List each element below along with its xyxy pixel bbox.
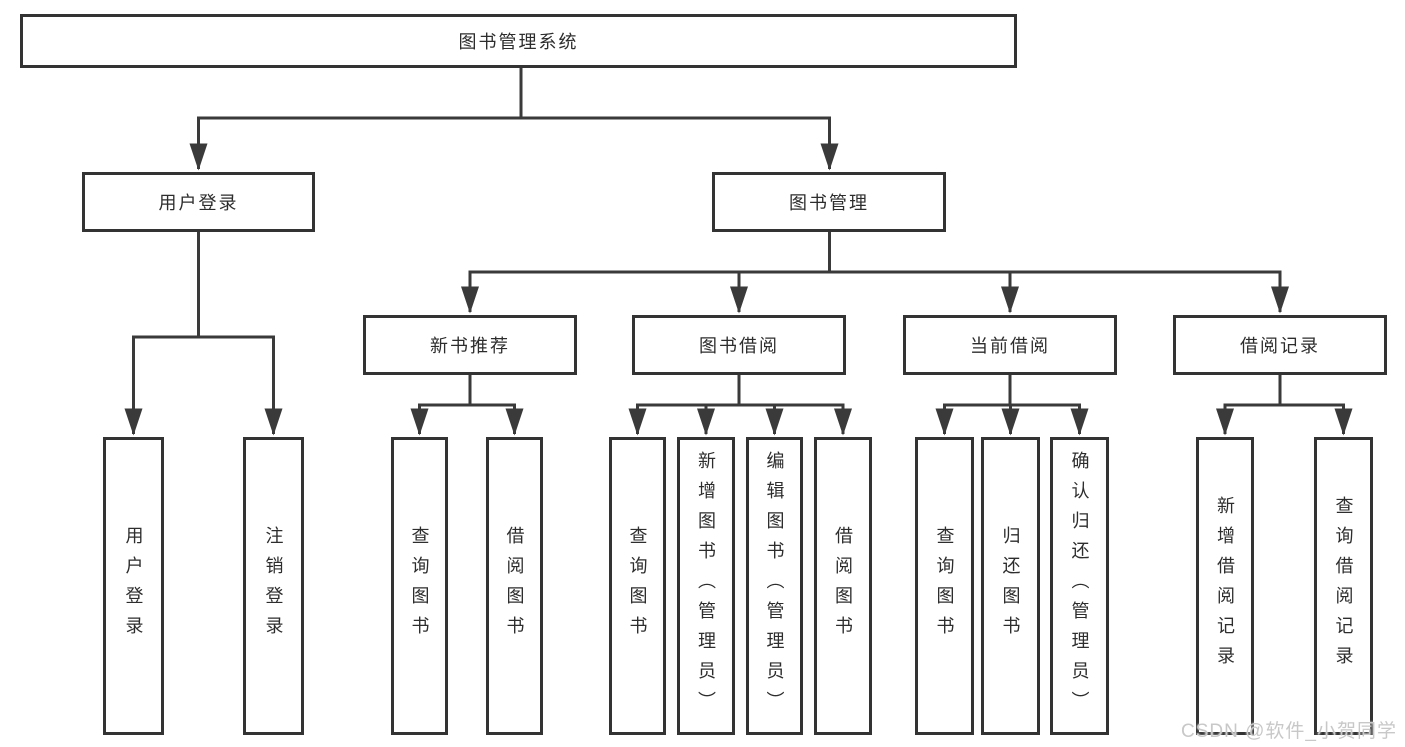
leaf-query-books-current: 查询图书 [915, 437, 974, 735]
connector-records-to-leaves [1216, 375, 1353, 436]
leaf-query-books-current-label: 查询图书 [934, 526, 955, 646]
leaf-return-books-label: 归还图书 [1000, 526, 1021, 646]
leaf-query-books-borrowing-label: 查询图书 [627, 526, 648, 646]
leaf-add-borrow-record-label: 新增借阅记录 [1215, 496, 1235, 676]
leaf-edit-books-admin: 编辑图书（管理员） [746, 437, 803, 735]
connector-user-login-to-leaves [124, 232, 283, 436]
leaf-logout: 注销登录 [243, 437, 304, 735]
csdn-watermark: CSDN @软件_小贺同学 [1181, 721, 1397, 742]
node-book-borrowing: 图书借阅 [632, 315, 846, 375]
leaf-query-books-recommend: 查询图书 [391, 437, 448, 735]
connector-root-to-level2 [189, 68, 839, 171]
leaf-query-books-borrowing: 查询图书 [609, 437, 666, 735]
leaf-borrow-books-recommend-label: 借阅图书 [504, 526, 525, 646]
leaf-query-books-recommend-label: 查询图书 [409, 526, 430, 646]
leaf-add-borrow-record: 新增借阅记录 [1196, 437, 1254, 735]
leaf-logout-label: 注销登录 [263, 526, 284, 646]
leaf-user-login: 用户登录 [103, 437, 164, 735]
connector-borrowing-to-leaves [628, 375, 852, 436]
leaf-borrow-books-borrowing-label: 借阅图书 [833, 526, 853, 646]
node-book-management: 图书管理 [712, 172, 946, 232]
node-root-library-system: 图书管理系统 [20, 14, 1017, 68]
connector-recommend-to-leaves [410, 375, 524, 436]
leaf-borrow-books-recommend: 借阅图书 [486, 437, 543, 735]
node-current-borrowing: 当前借阅 [903, 315, 1117, 375]
leaf-user-login-label: 用户登录 [123, 526, 144, 646]
connector-book-mgmt-to-level3 [461, 232, 1289, 314]
node-user-login: 用户登录 [82, 172, 315, 232]
leaf-add-books-admin: 新增图书（管理员） [677, 437, 735, 735]
leaf-return-books: 归还图书 [981, 437, 1040, 735]
node-borrowing-records: 借阅记录 [1173, 315, 1387, 375]
leaf-add-books-admin-label: 新增图书（管理员） [696, 451, 716, 721]
leaf-query-borrow-record-label: 查询借阅记录 [1333, 496, 1354, 676]
connector-current-to-leaves [935, 375, 1089, 436]
node-new-book-recommend: 新书推荐 [363, 315, 577, 375]
leaf-query-borrow-record: 查询借阅记录 [1314, 437, 1373, 735]
leaf-borrow-books-borrowing: 借阅图书 [814, 437, 872, 735]
leaf-confirm-return-admin: 确认归还（管理员） [1050, 437, 1109, 735]
leaf-confirm-return-admin-label: 确认归还（管理员） [1069, 451, 1090, 721]
leaf-edit-books-admin-label: 编辑图书（管理员） [764, 451, 785, 721]
